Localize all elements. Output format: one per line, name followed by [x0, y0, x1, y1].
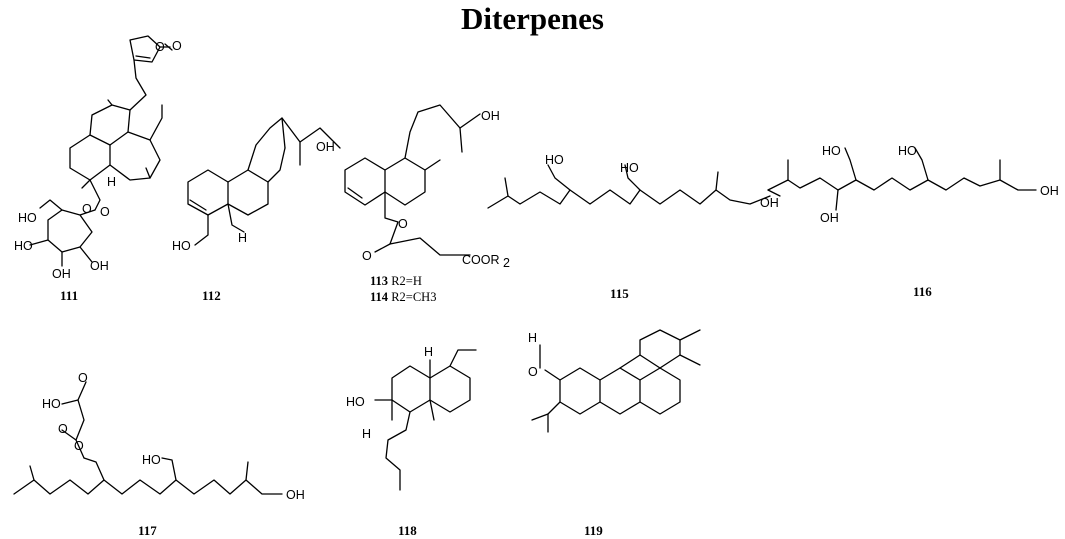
- atom-label: HO: [620, 161, 639, 175]
- compound-number-114: 114: [370, 290, 389, 304]
- atom-label: O: [362, 249, 372, 263]
- atom-label: HO: [142, 453, 161, 467]
- atom-label: HO: [42, 397, 61, 411]
- atom-label: OH: [820, 211, 839, 225]
- atom-label: 2: [503, 256, 510, 270]
- atom-label: O: [398, 217, 408, 231]
- compound-number-119: 119: [584, 523, 603, 538]
- atom-label: H: [362, 427, 371, 441]
- structure-118: HO H H: [346, 345, 477, 491]
- compound-note-114: 114 R2=CH3: [370, 290, 436, 305]
- atom-label: OH: [316, 140, 335, 154]
- atom-label: HO: [545, 153, 564, 167]
- structure-119: O H: [528, 329, 701, 433]
- atom-label: OH: [90, 259, 109, 273]
- atom-label: HO: [14, 239, 33, 253]
- substituent-113: R2=H: [391, 274, 422, 288]
- atom-label: HO: [18, 211, 37, 225]
- atom-label: HO: [172, 239, 191, 253]
- atom-label: COOR: [462, 253, 500, 267]
- structure-116: HO HO OH OH: [767, 144, 1059, 225]
- atom-label: O: [58, 422, 68, 436]
- structure-113: O O OH COOR 2: [344, 104, 510, 270]
- compound-number-118: 118: [398, 523, 417, 538]
- structure-112: HO H OH: [172, 117, 341, 253]
- compound-number-116: 116: [913, 284, 932, 299]
- structure-115: HO HO OH: [487, 153, 779, 210]
- atom-label: O: [78, 371, 88, 385]
- atom-label: OH: [52, 267, 71, 281]
- atom-label: OH: [286, 488, 305, 502]
- compound-number-112: 112: [202, 288, 221, 303]
- compound-number-117: 117: [138, 523, 157, 538]
- atom-label: HO: [898, 144, 917, 158]
- compound-number-111: 111: [60, 288, 79, 303]
- atom-label: OH: [760, 196, 779, 210]
- atom-label: HO: [346, 395, 365, 409]
- substituent-114: R2=CH3: [391, 290, 437, 304]
- atom-label: O: [155, 40, 165, 54]
- compound-number-115: 115: [610, 286, 629, 301]
- atom-label: O: [82, 202, 92, 216]
- atom-label: H: [238, 231, 247, 245]
- atom-label: H: [107, 175, 116, 189]
- structure-111: O O O O HO HO OH OH H: [14, 35, 182, 281]
- page-title: Diterpenes: [461, 1, 604, 36]
- atom-label: O: [100, 205, 110, 219]
- atom-label: H: [528, 331, 537, 345]
- structure-117: O O O HO HO OH: [13, 371, 305, 502]
- atom-label: OH: [1040, 184, 1059, 198]
- atom-label: O: [528, 365, 538, 379]
- atom-label: HO: [822, 144, 841, 158]
- atom-label: OH: [481, 109, 500, 123]
- compound-number-113: 113: [370, 274, 389, 288]
- atom-label: O: [172, 39, 182, 53]
- atom-label: H: [424, 345, 433, 359]
- atom-label: O: [74, 439, 84, 453]
- compound-note-113: 113 R2=H: [370, 274, 422, 289]
